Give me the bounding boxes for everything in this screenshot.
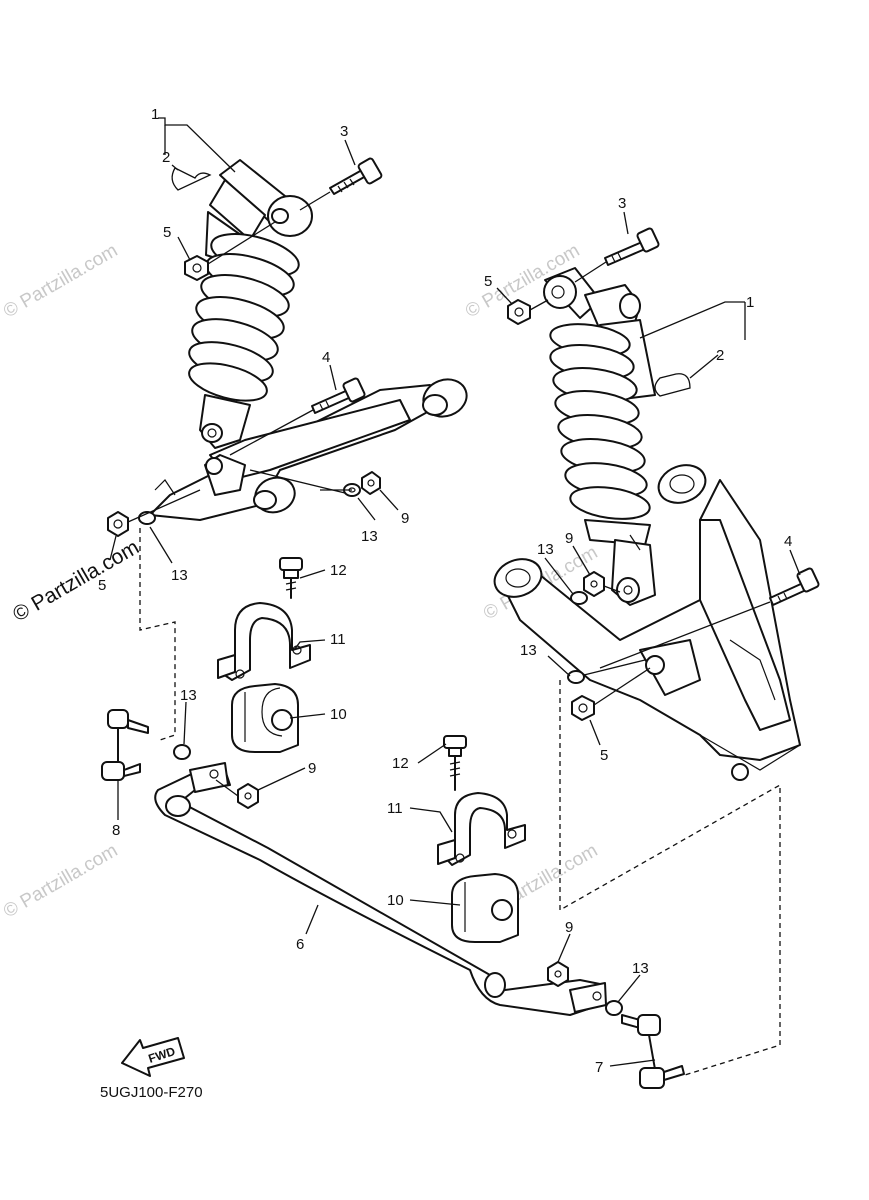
left-upper-bolt (329, 157, 383, 195)
callout-3-left: 3 (340, 123, 348, 140)
right-stabilizer-bushing (451, 873, 519, 943)
left-arm-nut-9 (361, 471, 381, 495)
callout-1-left: 1 (151, 106, 159, 123)
right-arm-washer-13a (570, 591, 588, 605)
callout-13-left-link: 13 (180, 687, 197, 704)
left-rear-shock-absorber (188, 159, 313, 449)
right-lower-arm (493, 464, 801, 781)
watermark-4: © Partzilla.com (0, 840, 121, 922)
right-rear-shock-absorber (543, 267, 656, 606)
right-lower-nut-5 (571, 695, 595, 721)
left-clamp-bolt (279, 557, 303, 599)
right-stabilizer-clamp (437, 792, 526, 866)
left-bolt-axis-line (299, 191, 331, 211)
diagram-code: 5UGJ100-F270 (100, 1084, 203, 1101)
callout-13-left-lower: 13 (171, 567, 188, 584)
right-upper-bolt (604, 227, 660, 266)
right-arm-nut-9 (583, 571, 605, 597)
callout-1-right: 1 (746, 294, 754, 311)
callout-5-right-lower: 5 (600, 747, 608, 764)
callout-13-right-link: 13 (632, 960, 649, 977)
callout-13-right-lower: 13 (520, 642, 537, 659)
callout-2-left: 2 (162, 149, 170, 166)
assembly-dashed-lines (139, 528, 781, 1076)
left-shock-spring (188, 233, 300, 402)
callout-8: 8 (112, 822, 120, 839)
callout-5-left-upper: 5 (163, 224, 171, 241)
callout-2-right: 2 (716, 347, 724, 364)
right-shock-spring (549, 323, 651, 520)
left-link-washer-13 (173, 744, 191, 760)
right-link-washer-13 (605, 1000, 623, 1016)
callout-10-right: 10 (387, 892, 404, 909)
left-stabilizer-link (101, 709, 149, 781)
callout-4-left: 4 (322, 349, 330, 366)
callout-5-left-lower: 5 (98, 577, 106, 594)
callout-9-left-arm: 9 (401, 510, 409, 527)
watermark-main: © Partzilla.com (9, 536, 143, 627)
callout-13-left-arm: 13 (361, 528, 378, 545)
watermark-1: © Partzilla.com (0, 240, 121, 322)
callout-3-right: 3 (618, 195, 626, 212)
callout-9-left-link: 9 (308, 760, 316, 777)
stabilizer-bar (154, 762, 607, 1016)
callout-labels: 1 2 3 5 4 13 9 5 13 12 11 10 13 9 8 6 3 … (98, 106, 792, 1076)
left-upper-nut (184, 255, 209, 281)
left-link-nut-9 (237, 783, 259, 809)
callout-12-right: 12 (392, 755, 409, 772)
left-stabilizer-clamp (217, 602, 311, 681)
right-upper-nut (507, 299, 531, 325)
callout-10-left: 10 (330, 706, 347, 723)
right-arm-bolt (769, 567, 820, 606)
forward-direction-arrow: FWD (121, 1037, 185, 1077)
callout-12-left: 12 (330, 562, 347, 579)
callout-11-left: 11 (330, 631, 346, 648)
callout-leaders (109, 117, 801, 1067)
left-lower-nut-5 (107, 511, 129, 537)
callout-5-right-upper: 5 (484, 273, 492, 290)
callout-11-right: 11 (387, 800, 403, 817)
right-clamp-bolt (443, 735, 467, 791)
left-lower-arm (149, 378, 468, 521)
left-arm-bolt (311, 377, 366, 414)
right-arm-washer-13b (567, 670, 585, 684)
callout-4-right: 4 (784, 533, 792, 550)
callout-7: 7 (595, 1059, 603, 1076)
left-stabilizer-bushing (231, 683, 299, 753)
callout-9-right-link: 9 (565, 919, 573, 936)
callout-13-right-arm: 13 (537, 541, 554, 558)
right-link-nut-9 (547, 961, 569, 987)
right-stabilizer-link (621, 1014, 685, 1089)
callout-6: 6 (296, 936, 304, 953)
callout-9-right-arm: 9 (565, 530, 573, 547)
